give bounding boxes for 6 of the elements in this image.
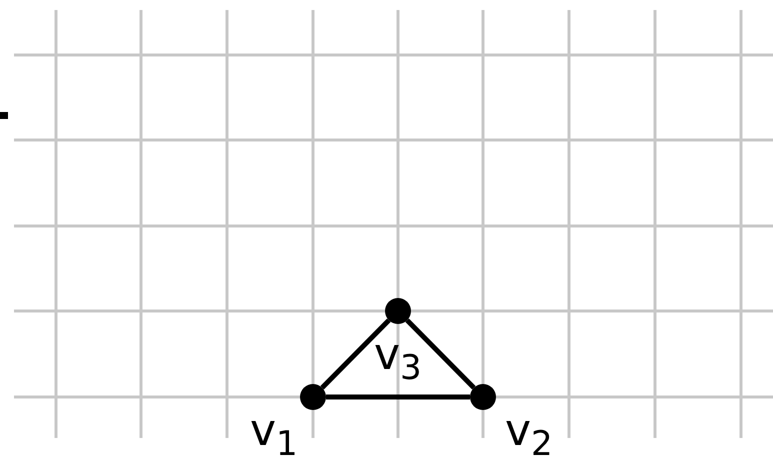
vertex-label: v$_{2}$ — [505, 409, 553, 458]
edge-line — [326, 394, 470, 400]
edge-line — [405, 318, 476, 390]
edge-line — [320, 318, 391, 390]
vertex-label: v$_{3}$ — [374, 333, 422, 385]
vertex-label: v$_{1}$ — [250, 409, 298, 458]
